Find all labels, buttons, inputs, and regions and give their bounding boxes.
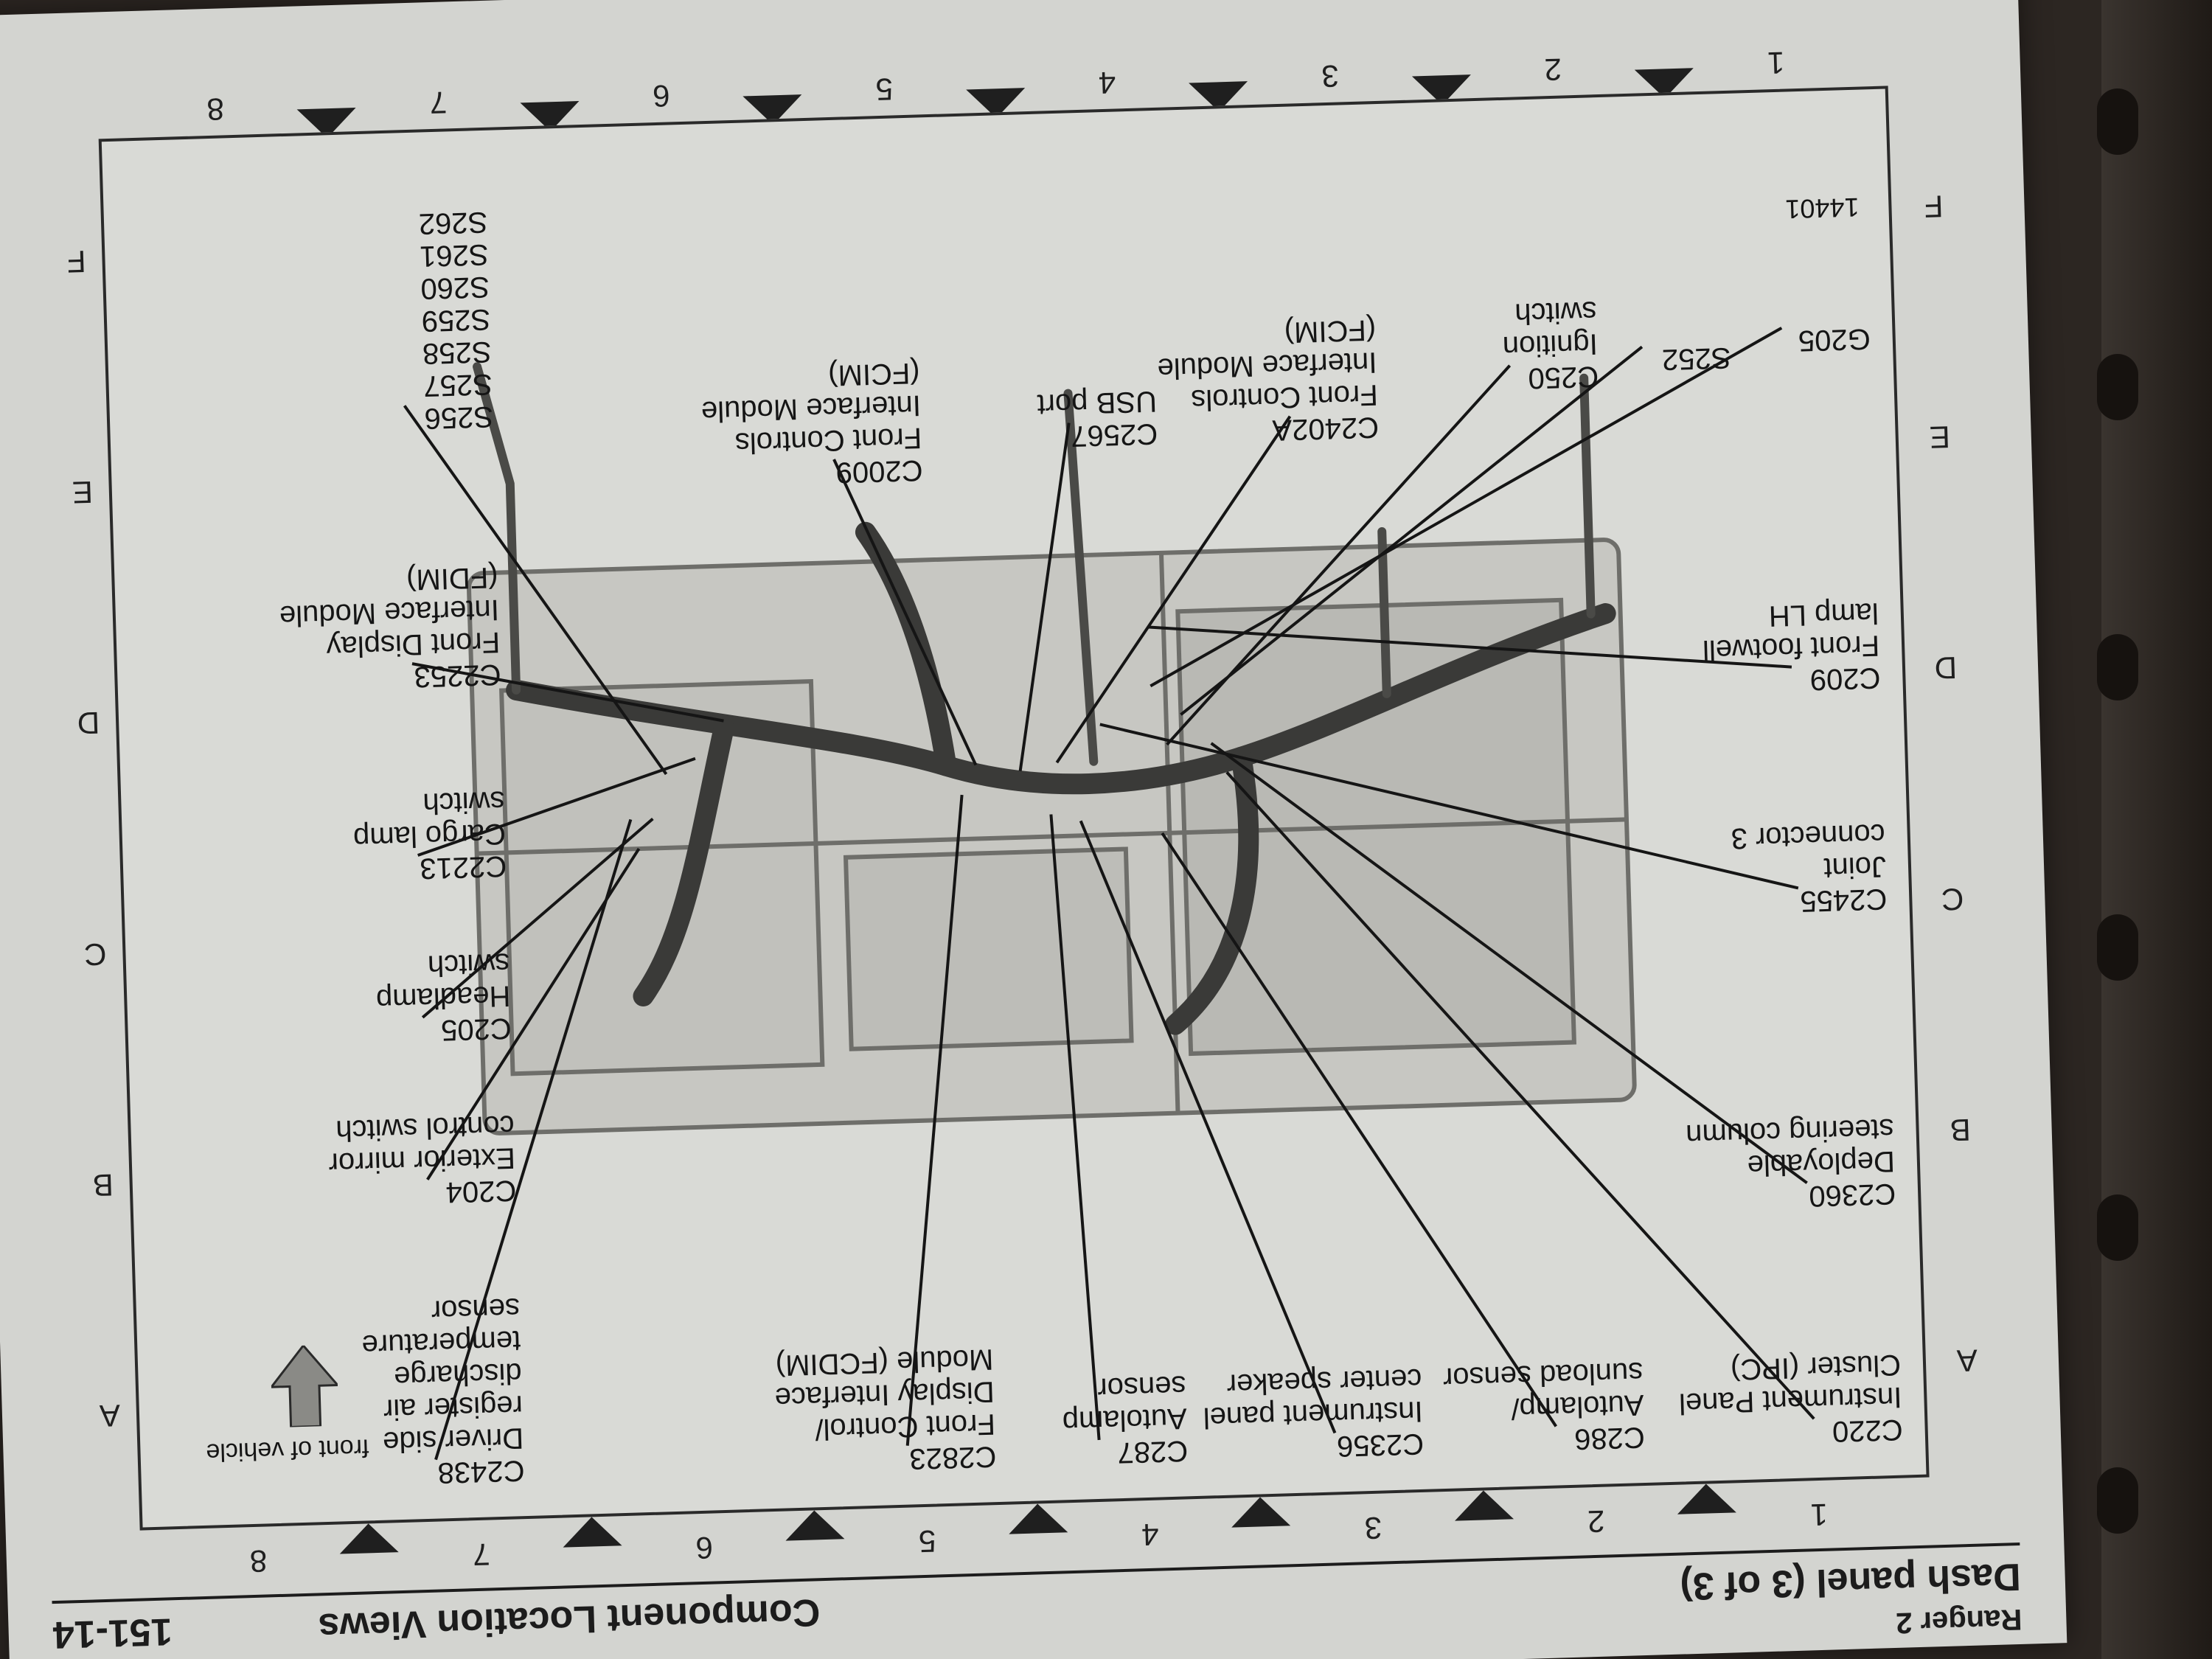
leader-line-c220	[1225, 771, 1815, 1420]
callout-c2402a: C2402A Front Controls Interface Module (…	[1156, 313, 1380, 447]
manual-page: Ranger 2 20 Dash panel (3 of 3) Componen…	[0, 0, 2067, 1659]
grid-col-top-1: 1	[1809, 1497, 1829, 1533]
leader-line-splices	[403, 405, 668, 776]
branch-wires	[473, 362, 1596, 766]
callout-c209: C209 Front footwell lamp LH	[1702, 597, 1882, 696]
leader-line-c2253	[411, 662, 724, 723]
grid-tick-marker	[1453, 1489, 1514, 1521]
leader-line-c2360	[1210, 742, 1808, 1184]
leader-line-c2567	[1018, 422, 1071, 771]
front-arrow-icon	[268, 1341, 341, 1428]
grid-tick-marker	[1008, 1503, 1068, 1534]
grid-col-bottom-2: 2	[1543, 52, 1562, 88]
grid-col-bottom-1: 1	[1767, 45, 1786, 81]
grid-row-left-F: F	[1924, 188, 1944, 224]
leader-line-c2455	[1099, 723, 1799, 890]
callout-c286: C286 Autolamp/ sunload sensor	[1442, 1356, 1646, 1455]
callout-splices: S256 S257 S258 S259 S260 S261 S262	[418, 205, 494, 435]
grid-row-left-A: A	[1956, 1343, 1978, 1379]
callout-s252: S252	[1661, 341, 1732, 376]
callout-c2009: C2009 Front Controls Interface Module (F…	[700, 356, 924, 489]
callout-c220: C220 Instrument Panel Cluster (IPC)	[1678, 1348, 1904, 1448]
book-title: Component Location Views	[317, 1590, 821, 1649]
leader-line-g205	[1150, 327, 1783, 688]
grid-row-left-E: E	[1929, 420, 1951, 455]
grid-row-right-F: F	[66, 243, 87, 279]
grid-tick-marker	[1677, 1483, 1737, 1514]
binder-ring	[2097, 1194, 2138, 1261]
leader-line-c286	[1161, 832, 1558, 1427]
leader-line-c2213	[417, 757, 696, 857]
binder-ring	[2097, 1467, 2138, 1534]
grid-row-right-C: C	[83, 936, 108, 973]
grid-col-top-4: 4	[1141, 1517, 1160, 1553]
grid-row-right-D: D	[77, 706, 100, 741]
callout-c2356: C2356 Instrument panel center speaker	[1203, 1362, 1425, 1463]
callout-c2823: C2823 Front Control/ Display Interface M…	[774, 1343, 997, 1475]
grid-tick-marker	[785, 1509, 845, 1541]
grid-col-top-5: 5	[918, 1523, 937, 1559]
grid-col-bottom-3: 3	[1321, 58, 1340, 94]
leader-line-c2823	[905, 794, 964, 1446]
leader-line-c2402a	[1055, 415, 1292, 764]
grid-col-bottom-5: 5	[874, 72, 894, 108]
grid-col-bottom-7: 7	[429, 85, 448, 121]
grid-row-right-E: E	[72, 474, 94, 510]
grid-col-top-3: 3	[1364, 1510, 1382, 1546]
grid-tick-marker	[339, 1523, 400, 1554]
binder-spine	[2097, 0, 2212, 1659]
callout-c250: C250 Ignition switch	[1502, 295, 1599, 395]
leader-line-c204	[426, 848, 641, 1180]
callout-c2213: C2213 Cargo lamp switch	[352, 785, 507, 885]
grid-row-left-B: B	[1949, 1112, 1972, 1148]
figure-id: 14401	[1784, 192, 1860, 225]
grid-col-bottom-6: 6	[652, 78, 671, 114]
callout-c287: C287 Autolamp sensor	[1062, 1369, 1189, 1470]
leader-line-s252	[1180, 345, 1644, 716]
grid-col-top-2: 2	[1587, 1503, 1606, 1540]
grid-row-right-B: B	[92, 1167, 114, 1203]
grid-tick-marker	[1231, 1496, 1291, 1528]
callout-c2438: C2438 Driver side register air discharge…	[361, 1292, 526, 1489]
grid-col-top-6: 6	[695, 1530, 714, 1566]
leader-line-c209	[1148, 625, 1792, 669]
callout-c2567: C2567 USB port	[1036, 385, 1158, 453]
callout-c2360: C2360 Deployable steering column	[1685, 1112, 1896, 1213]
grid-col-top-7: 7	[472, 1537, 491, 1573]
leader-line-c287	[1049, 814, 1101, 1441]
leader-lines	[403, 327, 1815, 1461]
callout-c205: C205 Headlamp switch	[375, 947, 512, 1047]
callout-c2253: C2253 Front Display Interface Module (FD…	[279, 560, 502, 694]
leader-line-c2438	[434, 818, 633, 1461]
grid-row-right-A: A	[99, 1398, 121, 1434]
binder-ring	[2097, 634, 2138, 700]
front-of-vehicle-note: front of vehicle	[205, 1433, 370, 1467]
grid-col-bottom-8: 8	[206, 91, 225, 128]
running-head-left: Ranger 2	[1895, 1602, 2023, 1639]
section-title: Dash panel (3 of 3)	[1679, 1554, 2022, 1608]
grid-tick-marker	[562, 1516, 622, 1548]
leader-line-c205	[421, 818, 654, 1019]
binder-ring	[2097, 88, 2138, 155]
grid-col-bottom-4: 4	[1098, 65, 1116, 101]
callout-g205: G205	[1798, 322, 1871, 358]
leader-line-c2356	[1079, 820, 1337, 1434]
page-number: 151-14	[52, 1610, 173, 1657]
grid-row-left-C: C	[1941, 881, 1965, 917]
grid-col-top-8: 8	[249, 1543, 268, 1579]
grid-row-left-D: D	[1934, 650, 1958, 686]
page-content: Ranger 2 20 Dash panel (3 of 3) Componen…	[52, 45, 2023, 1657]
binder-ring	[2097, 354, 2138, 420]
callout-c2455: C2455 Joint connector 3	[1731, 817, 1888, 918]
binder-ring	[2097, 914, 2138, 981]
callout-c204: C204 Exterior mirror control switch	[328, 1109, 517, 1209]
leader-line-c2009	[832, 459, 978, 766]
component-location-figure: C220 Instrument Panel Cluster (IPC) C286 …	[98, 86, 1930, 1531]
